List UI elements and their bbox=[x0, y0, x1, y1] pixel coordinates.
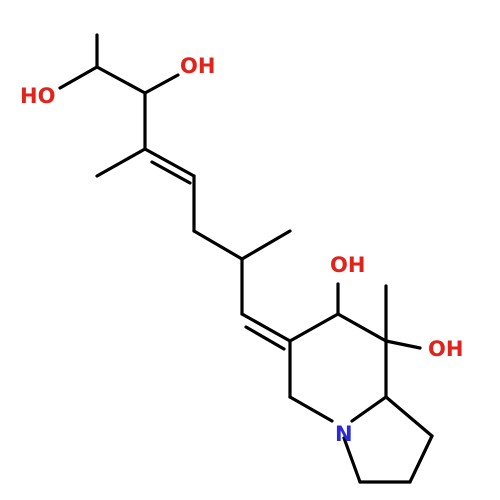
bond bbox=[350, 395, 388, 423]
bond bbox=[336, 312, 388, 343]
atom-labels: HO OH OH OH N bbox=[20, 54, 463, 446]
hydroxyl-label: OH bbox=[428, 337, 463, 361]
bond bbox=[384, 339, 422, 350]
bond-lines bbox=[58, 33, 434, 484]
bond bbox=[95, 147, 147, 178]
bond bbox=[95, 65, 147, 95]
hydroxyl-label: HO bbox=[20, 84, 55, 108]
bond bbox=[240, 229, 292, 261]
bond bbox=[342, 436, 362, 484]
double-bond bbox=[150, 160, 192, 185]
hydroxyl-label: OH bbox=[330, 253, 365, 277]
double-bond bbox=[240, 312, 292, 343]
bond bbox=[288, 312, 340, 343]
bond bbox=[143, 73, 180, 95]
bond bbox=[58, 65, 99, 90]
bond bbox=[288, 395, 334, 423]
bond bbox=[192, 229, 244, 261]
double-bond bbox=[143, 147, 196, 178]
double-bond bbox=[244, 325, 286, 351]
nitrogen-label: N bbox=[335, 422, 353, 446]
bond bbox=[384, 395, 434, 438]
hydroxyl-label: OH bbox=[180, 54, 215, 78]
bond bbox=[408, 434, 434, 484]
